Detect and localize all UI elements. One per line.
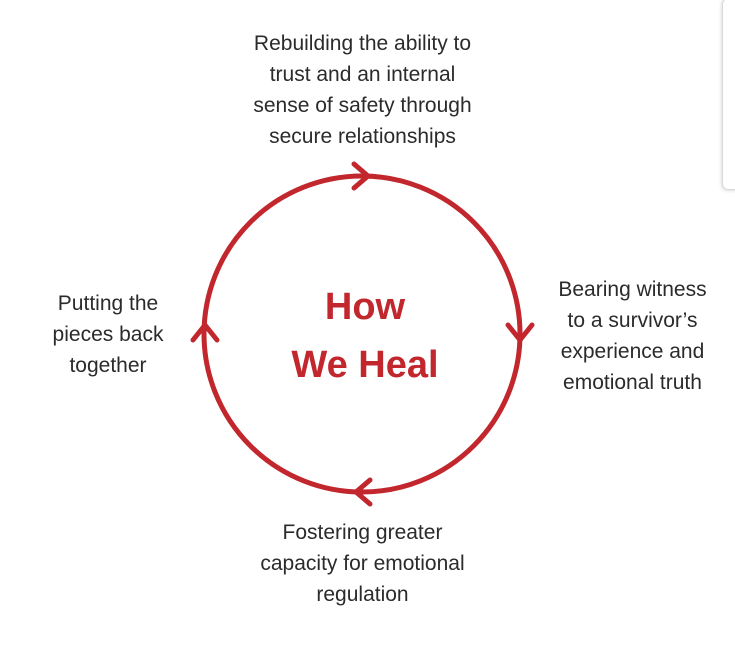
arrow-right-icon xyxy=(505,322,535,343)
arrow-left-icon xyxy=(190,322,220,343)
corner-frame xyxy=(722,0,735,190)
arrow-top-icon xyxy=(351,161,371,191)
label-bottom: Fostering greater capacity for emotional… xyxy=(260,521,465,606)
label-left: Putting the pieces back together xyxy=(52,292,164,377)
arrow-bottom-icon xyxy=(353,477,373,507)
label-right: Bearing witness to a survivor’s experien… xyxy=(558,278,707,394)
cycle-circle xyxy=(201,173,523,495)
center-title: How We Heal xyxy=(291,286,439,386)
label-top: Rebuilding the ability to trust and an i… xyxy=(253,32,472,148)
